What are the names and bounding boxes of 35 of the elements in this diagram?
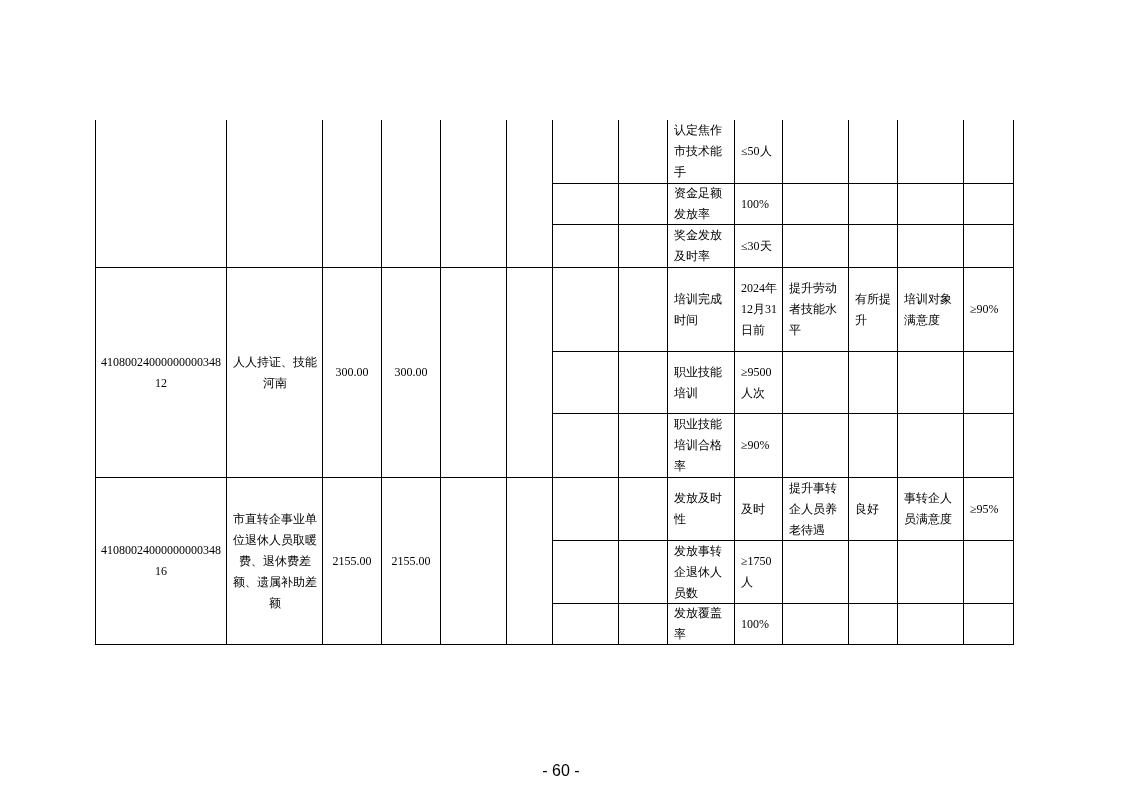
table-cell: 及时 xyxy=(735,478,783,541)
table-cell: ≤30天 xyxy=(735,225,783,268)
table-cell: 300.00 xyxy=(323,268,382,478)
table-cell: 提升劳动者技能水平 xyxy=(783,268,849,352)
table-cell: 2155.00 xyxy=(382,478,441,645)
table-cell: 奖金发放及时率 xyxy=(668,225,735,268)
table-cell: ≤50人 xyxy=(735,120,783,184)
table-cell: ≥1750人 xyxy=(735,541,783,604)
table-cell: 培训对象满意度 xyxy=(898,268,964,352)
table-cell: 职业技能培训 xyxy=(668,352,735,414)
table-cell: 2024年12月31日前 xyxy=(735,268,783,352)
table-cell: 2155.00 xyxy=(323,478,382,645)
table-cell: ≥90% xyxy=(964,268,1014,352)
table-cell: 发放事转企退休人员数 xyxy=(668,541,735,604)
table-cell: 有所提升 xyxy=(849,268,898,352)
table-cell: 资金足额发放率 xyxy=(668,184,735,225)
table-cell: 4108002400000000034816 xyxy=(95,478,227,645)
table-cell: ≥95% xyxy=(964,478,1014,541)
table-cell: 认定焦作市技术能手 xyxy=(668,120,735,184)
table-cell: 人人持证、技能河南 xyxy=(227,268,323,478)
table-cell: 事转企人员满意度 xyxy=(898,478,964,541)
table-cell: 300.00 xyxy=(382,268,441,478)
table-cell: 发放覆盖率 xyxy=(668,604,735,645)
table-cell: 100% xyxy=(735,184,783,225)
table-cell: 100% xyxy=(735,604,783,645)
table-cell: 提升事转企人员养老待遇 xyxy=(783,478,849,541)
table-cell: 发放及时性 xyxy=(668,478,735,541)
table-cell: 良好 xyxy=(849,478,898,541)
page-number: - 60 - xyxy=(541,762,581,780)
table-cell: ≥90% xyxy=(735,414,783,478)
table-cell: 培训完成时间 xyxy=(668,268,735,352)
table-cell: 市直转企事业单位退休人员取暖费、退休费差额、遗属补助差额 xyxy=(227,478,323,645)
table-cell: 职业技能培训合格率 xyxy=(668,414,735,478)
table-cell: 4108002400000000034812 xyxy=(95,268,227,478)
table-cell: ≥9500人次 xyxy=(735,352,783,414)
